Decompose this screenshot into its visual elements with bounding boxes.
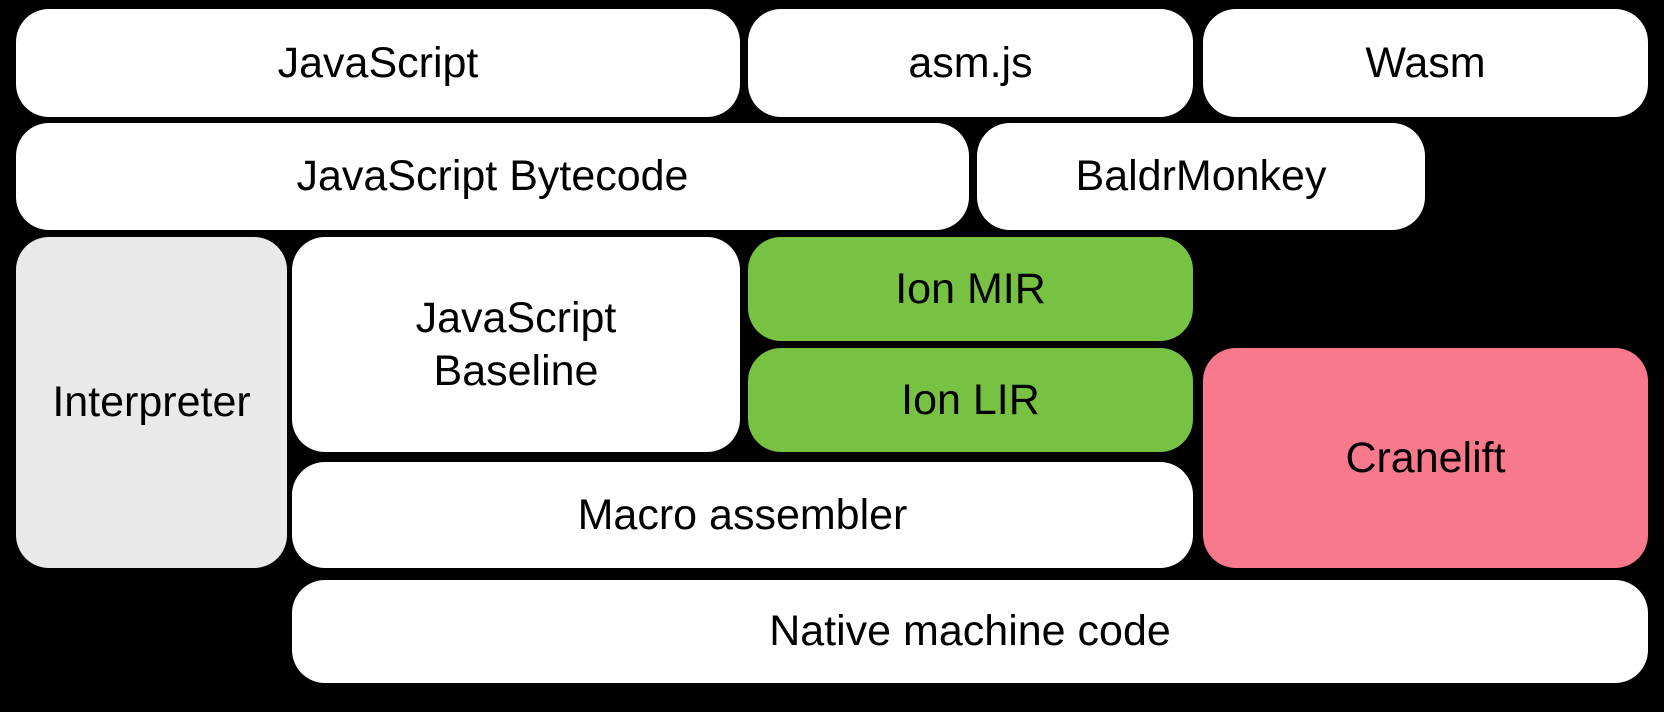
block-interpreter-label: Interpreter	[52, 378, 251, 427]
block-native-machine-code: Native machine code	[292, 580, 1648, 683]
block-javascript-bytecode: JavaScript Bytecode	[16, 123, 969, 230]
block-javascript-label: JavaScript	[277, 38, 479, 87]
block-cranelift-label: Cranelift	[1345, 433, 1506, 482]
block-cranelift: Cranelift	[1203, 348, 1648, 568]
block-javascript-bytecode-label: JavaScript Bytecode	[296, 152, 689, 201]
block-native-machine-code-label: Native machine code	[769, 607, 1171, 656]
block-javascript-baseline-label: JavaScript Baseline	[415, 294, 617, 395]
block-ion-lir: Ion LIR	[748, 348, 1193, 452]
block-asmjs: asm.js	[748, 9, 1193, 117]
block-javascript: JavaScript	[16, 9, 740, 117]
block-macro-assembler: Macro assembler	[292, 462, 1193, 568]
block-baldrmonkey: BaldrMonkey	[977, 123, 1425, 230]
block-javascript-baseline: JavaScript Baseline	[292, 237, 740, 452]
block-interpreter: Interpreter	[16, 237, 287, 568]
block-ion-mir-label: Ion MIR	[895, 264, 1046, 313]
block-wasm-label: Wasm	[1365, 38, 1486, 87]
block-wasm: Wasm	[1203, 9, 1648, 117]
block-asmjs-label: asm.js	[908, 38, 1033, 87]
block-ion-lir-label: Ion LIR	[901, 375, 1040, 424]
block-baldrmonkey-label: BaldrMonkey	[1075, 152, 1327, 201]
block-macro-assembler-label: Macro assembler	[577, 490, 908, 539]
block-ion-mir: Ion MIR	[748, 237, 1193, 341]
